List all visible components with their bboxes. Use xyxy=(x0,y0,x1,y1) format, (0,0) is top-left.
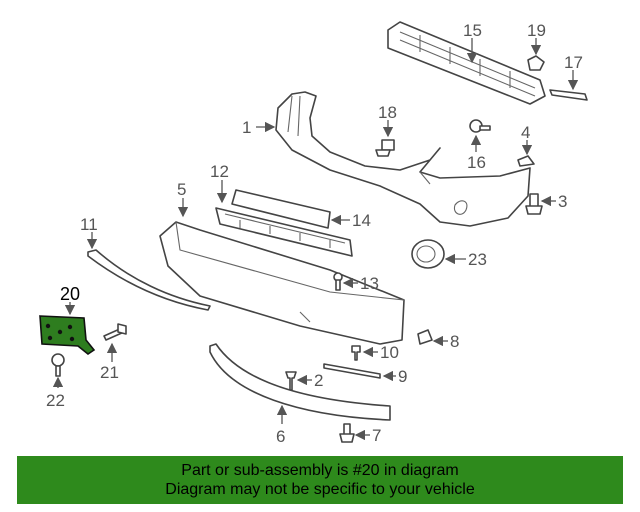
license-bracket-part-20 xyxy=(39,315,96,355)
callout-18: 18 xyxy=(378,103,397,122)
callout-17: 17 xyxy=(564,53,583,72)
callout-2: 2 xyxy=(314,371,323,390)
callout-6: 6 xyxy=(276,427,285,446)
callout-1: 1 xyxy=(242,118,251,137)
info-banner: Part or sub-assembly is #20 in diagram D… xyxy=(17,456,623,504)
callout-7: 7 xyxy=(372,426,381,445)
absorber-part-14 xyxy=(231,189,331,229)
nut-part-22 xyxy=(51,353,65,377)
bumper-cover-part-1 xyxy=(275,91,531,227)
push-pin-part-2 xyxy=(285,371,297,391)
callout-19: 19 xyxy=(527,21,546,40)
reinforcement-part-12 xyxy=(215,207,353,257)
strip-part-9 xyxy=(323,363,381,379)
clip-part-19 xyxy=(527,55,545,71)
callout-13: 13 xyxy=(360,274,379,293)
callout-20: 20 xyxy=(60,284,80,304)
fog-bezel-part-23 xyxy=(411,239,445,269)
valance-part-6 xyxy=(209,343,391,421)
bolt-part-18 xyxy=(375,139,395,157)
callout-4: 4 xyxy=(521,123,530,142)
callout-15: 15 xyxy=(463,21,482,40)
molding-part-11 xyxy=(87,249,211,311)
lower-bumper-part-5 xyxy=(159,221,405,345)
callout-22: 22 xyxy=(46,391,65,410)
screw-part-21 xyxy=(103,323,127,341)
callout-5: 5 xyxy=(177,180,186,199)
callout-8: 8 xyxy=(450,332,459,351)
banner-line-2: Diagram may not be specific to your vehi… xyxy=(165,481,475,498)
parts-diagram: 15 19 17 1 18 16 4 3 xyxy=(39,21,588,446)
callout-23: 23 xyxy=(468,250,487,269)
bolt-part-13 xyxy=(333,272,343,291)
bolt-part-7 xyxy=(339,423,355,443)
callout-10: 10 xyxy=(380,343,399,362)
strip-part-17 xyxy=(549,89,588,101)
bolt-part-3 xyxy=(525,193,543,215)
callout-21: 21 xyxy=(100,363,119,382)
callout-11: 11 xyxy=(80,215,98,234)
callout-9: 9 xyxy=(398,367,407,386)
callout-3: 3 xyxy=(558,192,567,211)
clip-part-4 xyxy=(517,155,535,167)
callout-16: 16 xyxy=(467,153,486,172)
banner-line-1: Part or sub-assembly is #20 in diagram xyxy=(181,462,459,479)
callout-14: 14 xyxy=(352,211,371,230)
callout-12: 12 xyxy=(210,162,229,181)
pin-part-10 xyxy=(351,345,361,361)
bolt-part-16 xyxy=(469,119,491,133)
bracket-part-8 xyxy=(417,329,433,345)
